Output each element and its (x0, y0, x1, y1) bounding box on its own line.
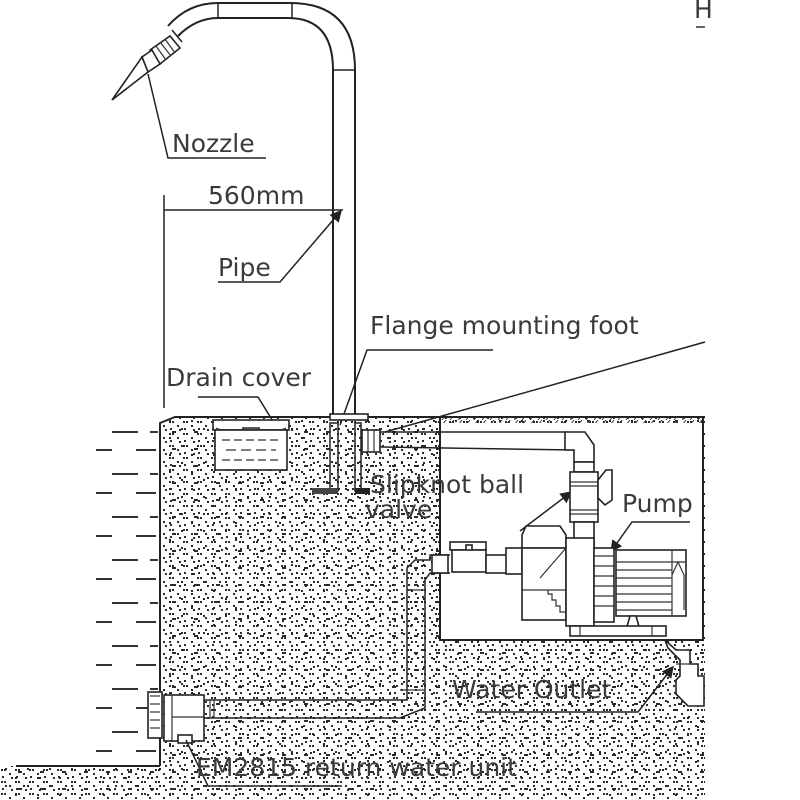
fountain-pipe (167, 1, 356, 417)
return-water-unit (147, 691, 205, 744)
pump-label: Pump (622, 489, 693, 518)
drain-cover-label: Drain cover (166, 363, 312, 392)
nozzle (111, 34, 182, 101)
corner-fragment-text: H (694, 0, 713, 24)
flange-mounting-foot (312, 413, 381, 494)
supply-pipe (379, 431, 595, 463)
valve-label-line1: Slipknot ball (370, 470, 524, 499)
suction-pipe (205, 554, 450, 719)
pump (449, 525, 687, 637)
return-unit-label: EM2815 return water unit (196, 753, 517, 782)
valve-label-line2: valve (365, 495, 432, 524)
flange-label: Flange mounting foot (370, 311, 639, 340)
drain-cover (212, 419, 290, 471)
nozzle-label: Nozzle (172, 129, 255, 158)
dimension-label: 560mm (208, 181, 304, 210)
pipe-label: Pipe (218, 253, 271, 282)
water-outlet-label: Water Outlet (452, 675, 611, 704)
water-outlet (664, 639, 705, 707)
